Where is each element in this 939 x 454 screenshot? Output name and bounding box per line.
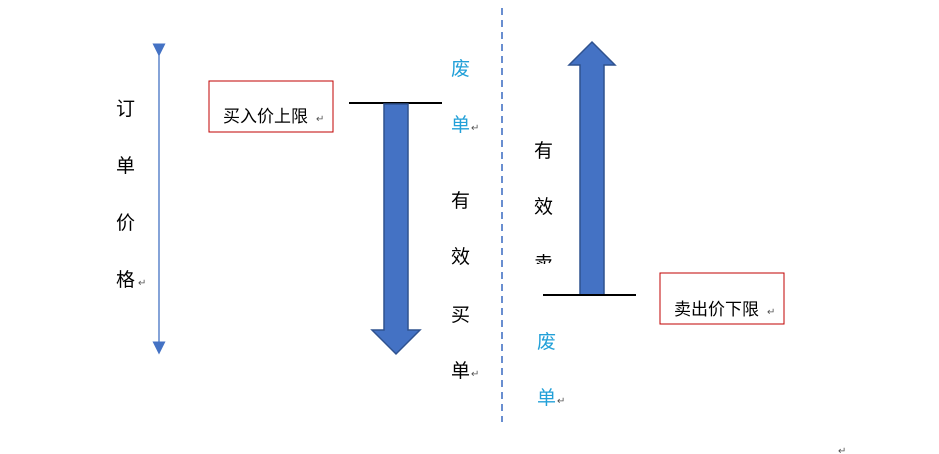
sell-valid-char-2: 效	[534, 196, 553, 218]
sell-valid-char-3: 卖	[534, 253, 553, 275]
axis-label-char-4: 格	[116, 269, 135, 291]
axis-label-char-3: 价	[116, 212, 135, 234]
paragraph-mark: ↵	[471, 123, 479, 134]
sell-invalid-char-2: 单	[537, 387, 556, 409]
buy-limit-label: 买入价上限	[223, 107, 308, 127]
sell-invalid-char-1: 废	[537, 331, 556, 353]
sell-limit-label: 卖出价下限	[674, 300, 759, 320]
buy-valid-char-2: 效	[451, 246, 470, 268]
buy-down-arrow	[370, 103, 422, 356]
axis-label-char-2: 单	[116, 155, 135, 177]
sell-valid-char-3-clip: 卖	[534, 253, 553, 275]
buy-invalid-char-2: 单	[451, 114, 470, 136]
buy-limit-box	[208, 80, 334, 133]
buy-valid-char-3: 买	[451, 304, 470, 326]
paragraph-mark: ↵	[138, 278, 146, 289]
paragraph-mark: ↵	[557, 396, 565, 407]
paragraph-mark: ↵	[767, 307, 775, 318]
sell-limit-box	[659, 272, 785, 325]
paragraph-mark: ↵	[838, 446, 846, 454]
buy-valid-char-4: 单	[451, 360, 470, 382]
paragraph-mark: ↵	[471, 369, 479, 380]
paragraph-mark: ↵	[316, 114, 324, 125]
buy-valid-char-1: 有	[451, 190, 470, 212]
buy-invalid-char-1: 废	[451, 58, 470, 80]
sell-up-arrow	[567, 40, 617, 296]
axis-label-char-1: 订	[116, 98, 135, 120]
sell-valid-char-1: 有	[534, 140, 553, 162]
